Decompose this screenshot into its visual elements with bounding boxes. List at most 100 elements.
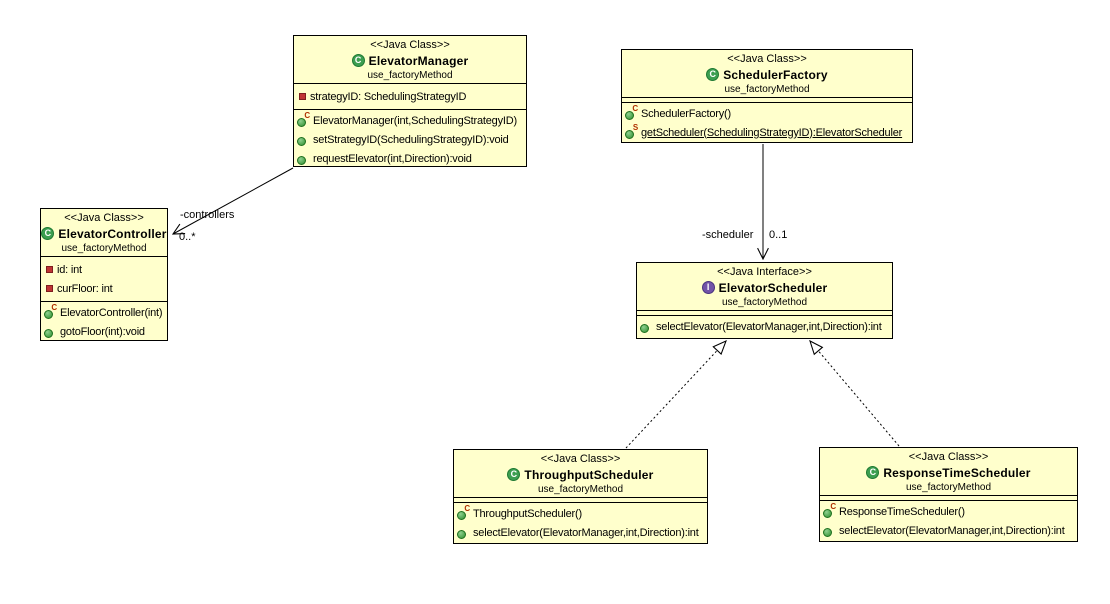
- class-name-row: C ElevatorController: [41, 225, 167, 242]
- class-name: SchedulerFactory: [723, 67, 828, 82]
- method-row: requestElevator(int,Direction):void: [294, 149, 526, 166]
- constructor-overlay: C: [304, 110, 310, 120]
- method-row: selectElevator(ElevatorManager,int,Direc…: [454, 523, 707, 542]
- method-row: S getScheduler(SchedulingStrategyID):Ele…: [622, 123, 912, 142]
- constructor-overlay: C: [464, 503, 470, 513]
- public-method-icon: [640, 321, 652, 333]
- class-header: <<Java Interface>> I ElevatorScheduler u…: [637, 263, 892, 310]
- stereotype: <<Java Class>>: [908, 451, 989, 463]
- class-header: <<Java Class>> C SchedulerFactory use_fa…: [622, 50, 912, 97]
- method-row: selectElevator(ElevatorManager,int,Direc…: [637, 317, 892, 336]
- class-name: ElevatorController: [58, 226, 167, 241]
- method-dot: [625, 129, 634, 139]
- class-name-row: C SchedulerFactory: [624, 66, 910, 83]
- methods-section: C ElevatorManager(int,SchedulingStrategy…: [294, 109, 526, 166]
- method-dot: [297, 117, 306, 127]
- methods-section: C SchedulerFactory() S getScheduler(Sche…: [622, 102, 912, 142]
- package-name: use_factoryMethod: [724, 84, 810, 95]
- association-multiplicity-label: 0..1: [769, 229, 788, 241]
- method-dot: [823, 508, 832, 518]
- package-name: use_factoryMethod: [721, 297, 808, 308]
- realization-throughput-line: [625, 341, 726, 449]
- stereotype: <<Java Class>>: [540, 453, 621, 465]
- interface-box-elevator-scheduler[interactable]: <<Java Interface>> I ElevatorScheduler u…: [636, 262, 893, 339]
- public-method-icon: [457, 527, 469, 539]
- public-method-icon: [297, 134, 309, 146]
- fields-section-empty: [637, 310, 892, 315]
- class-box-elevator-manager[interactable]: <<Java Class>> C ElevatorManager use_fac…: [293, 35, 527, 167]
- class-icon: C: [351, 54, 365, 67]
- association-multiplicity-label: 0..*: [179, 231, 196, 243]
- class-header: <<Java Class>> C ThroughputScheduler use…: [454, 450, 707, 497]
- class-name: ThroughputScheduler: [524, 467, 654, 482]
- fields-section-empty: [454, 497, 707, 502]
- methods-section: selectElevator(ElevatorManager,int,Direc…: [637, 315, 892, 337]
- class-box-elevator-controller[interactable]: <<Java Class>> C ElevatorController use_…: [40, 208, 168, 341]
- class-header: <<Java Class>> C ElevatorManager use_fac…: [294, 36, 526, 83]
- method-row: gotoFloor(int):void: [41, 322, 167, 340]
- static-method-icon: S: [625, 122, 638, 139]
- field-row: curFloor: int: [41, 279, 167, 298]
- method-dot: [297, 155, 306, 165]
- fields-section: strategyID: SchedulingStrategyID: [294, 83, 526, 109]
- class-box-scheduler-factory[interactable]: <<Java Class>> C SchedulerFactory use_fa…: [621, 49, 913, 143]
- package-name: use_factoryMethod: [905, 482, 992, 493]
- methods-section: C ElevatorController(int) gotoFloor(int)…: [41, 301, 167, 340]
- private-field-icon: [46, 285, 53, 292]
- stereotype: <<Java Class>>: [727, 53, 807, 65]
- method-dot: [625, 110, 634, 120]
- stereotype: <<Java Class>>: [64, 212, 144, 224]
- private-field-icon: [46, 266, 53, 273]
- fields-section-empty: [820, 495, 1077, 500]
- package-name: use_factoryMethod: [61, 243, 147, 254]
- method-row: C ResponseTimeScheduler(): [820, 502, 1077, 521]
- interface-icon: I: [701, 281, 715, 294]
- class-name: ResponseTimeScheduler: [883, 465, 1031, 480]
- method-row: C SchedulerFactory(): [622, 104, 912, 123]
- constructor-overlay: C: [830, 501, 836, 511]
- class-name-row: C ResponseTimeScheduler: [822, 464, 1075, 481]
- class-header: <<Java Class>> C ResponseTimeScheduler u…: [820, 448, 1077, 495]
- association-role-label: -controllers: [180, 209, 235, 221]
- constructor-icon: C: [625, 103, 638, 120]
- method-row: C ElevatorController(int): [41, 303, 167, 322]
- public-method-icon: [44, 326, 56, 338]
- method-dot: [457, 529, 466, 539]
- class-name-row: C ThroughputScheduler: [456, 466, 705, 483]
- methods-section: C ThroughputScheduler() selectElevator(E…: [454, 502, 707, 543]
- constructor-icon: C: [297, 110, 310, 127]
- constructor-icon: C: [823, 501, 836, 518]
- class-box-response-time-scheduler[interactable]: <<Java Class>> C ResponseTimeScheduler u…: [819, 447, 1078, 542]
- class-name-row: I ElevatorScheduler: [639, 279, 890, 296]
- association-controllers-line: [173, 167, 294, 234]
- stereotype: <<Java Interface>>: [717, 266, 812, 278]
- method-dot: [44, 328, 53, 338]
- fields-section: id: int curFloor: int: [41, 256, 167, 301]
- fields-section-empty: [622, 97, 912, 102]
- constructor-icon: C: [457, 503, 470, 520]
- method-dot: [44, 309, 53, 319]
- constructor-overlay: C: [51, 302, 57, 312]
- method-dot: [640, 323, 649, 333]
- field-row: strategyID: SchedulingStrategyID: [294, 87, 526, 106]
- class-icon: C: [866, 466, 880, 479]
- field-row: id: int: [41, 260, 167, 279]
- class-icon: C: [41, 227, 55, 240]
- method-row: setStrategyID(SchedulingStrategyID):void: [294, 130, 526, 149]
- class-name-row: C ElevatorManager: [296, 52, 524, 69]
- constructor-overlay: C: [632, 103, 638, 113]
- package-name: use_factoryMethod: [367, 70, 453, 81]
- method-row: C ThroughputScheduler(): [454, 504, 707, 523]
- public-method-icon: [297, 153, 309, 165]
- static-overlay: S: [632, 122, 638, 132]
- class-name: ElevatorManager: [368, 53, 469, 68]
- public-method-icon: [823, 525, 835, 537]
- class-box-throughput-scheduler[interactable]: <<Java Class>> C ThroughputScheduler use…: [453, 449, 708, 544]
- realization-responsetime-line: [810, 341, 900, 447]
- method-dot: [823, 527, 832, 537]
- stereotype: <<Java Class>>: [370, 39, 450, 51]
- class-header: <<Java Class>> C ElevatorController use_…: [41, 209, 167, 256]
- constructor-icon: C: [44, 302, 57, 319]
